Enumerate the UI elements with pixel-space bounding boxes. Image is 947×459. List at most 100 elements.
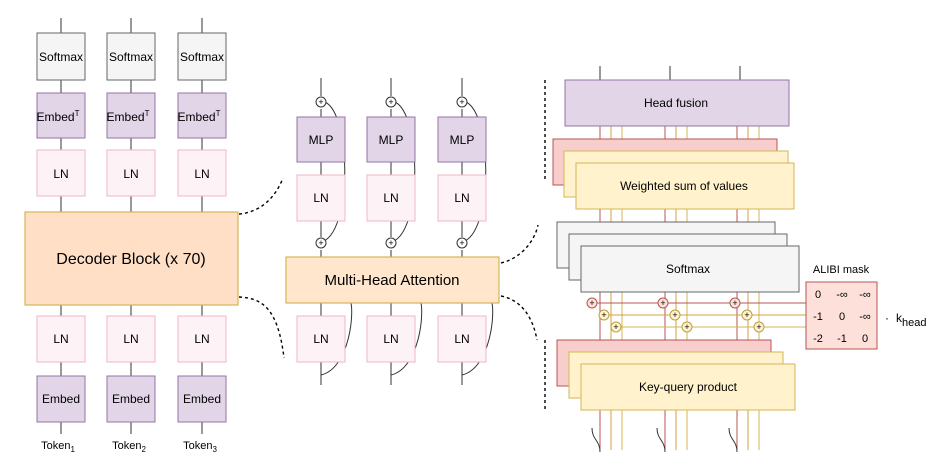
ln-box (296, 315, 346, 363)
zoom-connector-bottom (500, 295, 538, 341)
embed-transpose-label: EmbedT (107, 109, 150, 124)
mask-add-node: + (681, 321, 693, 333)
zoom-connector-bottom (238, 296, 285, 359)
head-fusion-box (564, 79, 790, 127)
alibi-mask-cell: -1 (813, 311, 823, 323)
svg-text:+: + (601, 310, 606, 320)
embed-box (36, 375, 86, 423)
softmax-label: Softmax (109, 50, 153, 64)
embed-transpose-box (106, 92, 156, 139)
ln-label: LN (383, 191, 398, 205)
transpose-superscript: T (145, 109, 150, 118)
embed-label: Embed (112, 392, 150, 406)
residual-add-node: + (385, 237, 397, 249)
key-query-label: Key-query product (639, 380, 738, 394)
mask-add-node: + (610, 321, 622, 333)
ln-label: LN (123, 167, 138, 181)
svg-text:+: + (732, 298, 737, 308)
softmax-label: Softmax (180, 50, 224, 64)
alibi-mask-cell: -1 (837, 333, 847, 345)
svg-text:+: + (459, 97, 464, 107)
svg-text:+: + (589, 298, 594, 308)
k-symbol: k (896, 311, 903, 325)
mlp-box (296, 116, 346, 163)
transpose-superscript: T (75, 109, 80, 118)
embed-transpose-label: EmbedT (37, 109, 80, 124)
multiply-dot: · (885, 311, 889, 325)
token-text: Token (41, 440, 70, 452)
left-token-stack: Softmax EmbedT LN LN Embed Token1 Softma… (24, 18, 239, 454)
ln-label: LN (383, 332, 398, 346)
zoom-connector-top (238, 177, 284, 215)
k-subscript: head (902, 317, 926, 329)
ln-label: LN (454, 191, 469, 205)
residual-add-node: + (315, 237, 327, 249)
left-connectors (60, 18, 203, 434)
token-subscript: 1 (70, 445, 75, 454)
embed-transpose-text: Embed (178, 110, 216, 124)
attention-internals: Head fusion Weighted sum of values Softm… (552, 66, 926, 453)
embed-transpose-box (36, 92, 86, 139)
key-query-box (580, 363, 796, 411)
token-label: Token2 (112, 440, 146, 454)
embed-transpose-text: Embed (107, 110, 145, 124)
alibi-mask-matrix (805, 281, 878, 350)
residual-add-node: + (456, 237, 468, 249)
ln-label: LN (194, 167, 209, 181)
token-text: Token (183, 440, 212, 452)
ln-label: LN (53, 332, 68, 346)
residual-add-node: + (315, 96, 327, 108)
ln-box (366, 174, 416, 222)
ln-box (296, 174, 346, 222)
residual-add-node: + (385, 96, 397, 108)
multi-head-attention-label: Multi-Head Attention (324, 272, 459, 289)
middle-connectors (320, 78, 494, 385)
softmax-label: Softmax (666, 262, 710, 276)
token-label: Token3 (183, 440, 217, 454)
ln-box (177, 315, 227, 363)
embed-label: Embed (42, 392, 80, 406)
ln-box (106, 315, 156, 363)
ln-box (366, 315, 416, 363)
embed-transpose-text: Embed (37, 110, 75, 124)
mlp-box (366, 116, 416, 163)
svg-text:+: + (744, 310, 749, 320)
softmax-box (106, 32, 156, 81)
embed-transpose-box (177, 92, 227, 139)
transpose-superscript: T (216, 109, 221, 118)
alibi-mask-cell: 0 (815, 289, 821, 301)
ln-box (177, 149, 227, 197)
alibi-mask-cell: -∞ (836, 289, 848, 301)
ln-box (106, 149, 156, 197)
decoder-block-label: Decoder Block (x 70) (56, 251, 205, 268)
embed-label: Embed (183, 392, 221, 406)
svg-text:+: + (388, 97, 393, 107)
ln-label: LN (313, 332, 328, 346)
decoder-internals: + + + + + + MLP MLP MLP LN LN LN Multi-H… (285, 78, 500, 385)
head-scale-factor: · khead (885, 311, 926, 329)
token-subscript: 2 (141, 445, 146, 454)
head-fusion-label: Head fusion (644, 96, 708, 110)
svg-text:+: + (613, 322, 618, 332)
token-label: Token1 (41, 440, 75, 454)
mask-add-node: + (657, 297, 669, 309)
token-text: Token (112, 440, 141, 452)
mask-add-node: + (669, 309, 681, 321)
softmax-box (177, 32, 227, 81)
alibi-mask-cell: 0 (839, 311, 845, 323)
alibi-mask-cell: -2 (813, 333, 823, 345)
svg-text:+: + (459, 238, 464, 248)
ln-label: LN (454, 332, 469, 346)
embed-box (106, 375, 156, 423)
alibi-mask-cell: -∞ (859, 289, 871, 301)
mlp-label: MLP (450, 133, 475, 147)
svg-text:+: + (756, 322, 761, 332)
weighted-sum-box (575, 162, 795, 210)
ln-label: LN (313, 191, 328, 205)
alibi-mask-title: ALIBI mask (813, 264, 870, 276)
softmax-box (580, 245, 800, 293)
ln-box (36, 149, 86, 197)
svg-text:+: + (318, 238, 323, 248)
mask-add-node: + (586, 297, 598, 309)
